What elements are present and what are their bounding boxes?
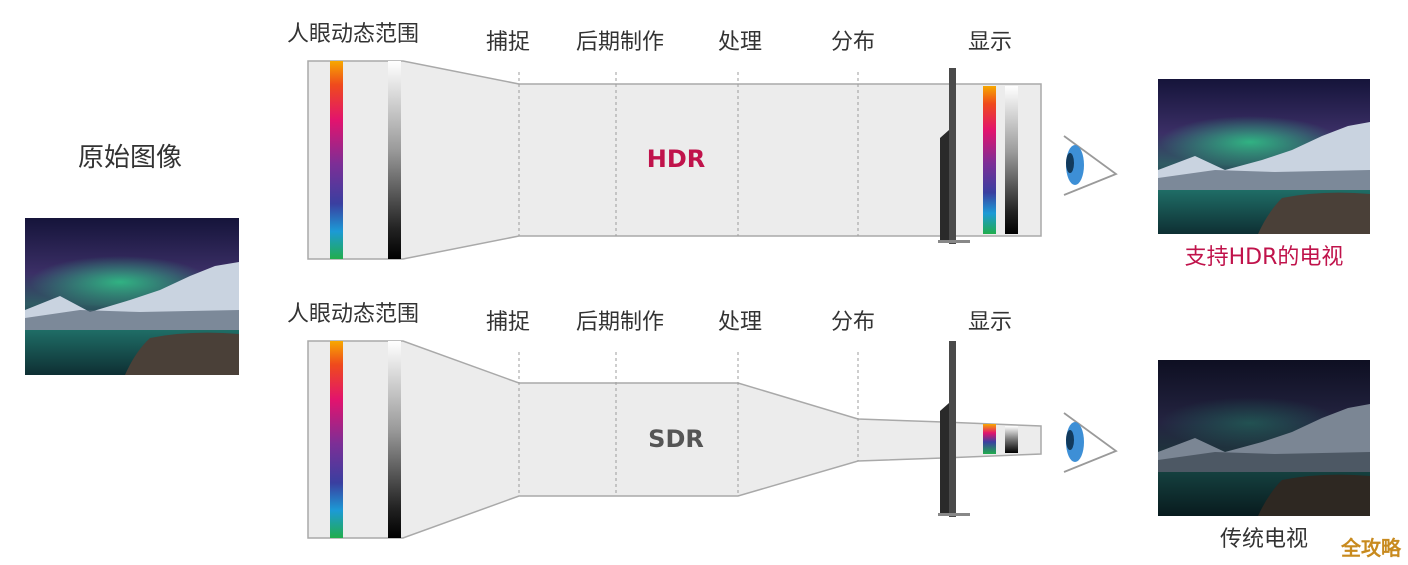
hdr-stage-distribution: 分布 <box>831 30 875 55</box>
sdr-eye-range-label: 人眼动态范围 <box>287 302 419 327</box>
sdr-stage-processing: 处理 <box>718 310 762 335</box>
sdr-tv-photo <box>1158 360 1370 516</box>
original-landscape-photo <box>25 218 239 375</box>
sdr-tv-side-view <box>938 341 970 517</box>
hdr-stage-post-production: 后期制作 <box>576 30 664 55</box>
hdr-eye-range-label: 人眼动态范围 <box>287 22 419 47</box>
sdr-eye-color-bar <box>330 341 343 538</box>
hdr-pipeline: 人眼动态范围 捕捉 后期制作 处理 分布 显示 HDR <box>287 22 1370 270</box>
sdr-eye-gray-bar <box>388 341 401 538</box>
original-image-label: 原始图像 <box>78 143 182 173</box>
watermark: 全攻略 <box>1340 536 1402 560</box>
sdr-eye-icon <box>1063 412 1118 473</box>
sdr-stage-capture: 捕捉 <box>486 310 530 335</box>
hdr-tv-label: 支持HDR的电视 <box>1185 245 1344 270</box>
hdr-eye-icon <box>1063 135 1118 196</box>
hdr-tv-side-view <box>938 68 970 244</box>
hdr-eye-gray-bar <box>388 61 401 259</box>
hdr-tv-photo <box>1158 79 1370 234</box>
sdr-label: SDR <box>648 425 704 453</box>
sdr-tv-label: 传统电视 <box>1220 527 1308 552</box>
sdr-display-color-bar <box>983 424 996 454</box>
sdr-stage-display: 显示 <box>968 310 1012 335</box>
sdr-pipeline: 人眼动态范围 捕捉 后期制作 处理 分布 显示 SDR <box>287 302 1370 552</box>
hdr-display-gray-bar <box>1005 86 1018 234</box>
hdr-stage-capture: 捕捉 <box>486 30 530 55</box>
sdr-stage-dividers <box>518 352 859 496</box>
sdr-stage-post-production: 后期制作 <box>576 310 664 335</box>
sdr-display-gray-bar <box>1005 426 1018 453</box>
hdr-eye-color-bar <box>330 61 343 259</box>
hdr-stage-processing: 处理 <box>718 30 762 55</box>
hdr-display-color-bar <box>983 86 996 234</box>
sdr-range-tube <box>307 340 1042 539</box>
hdr-stage-display: 显示 <box>968 30 1012 55</box>
sdr-stage-distribution: 分布 <box>831 310 875 335</box>
hdr-label: HDR <box>647 145 706 173</box>
